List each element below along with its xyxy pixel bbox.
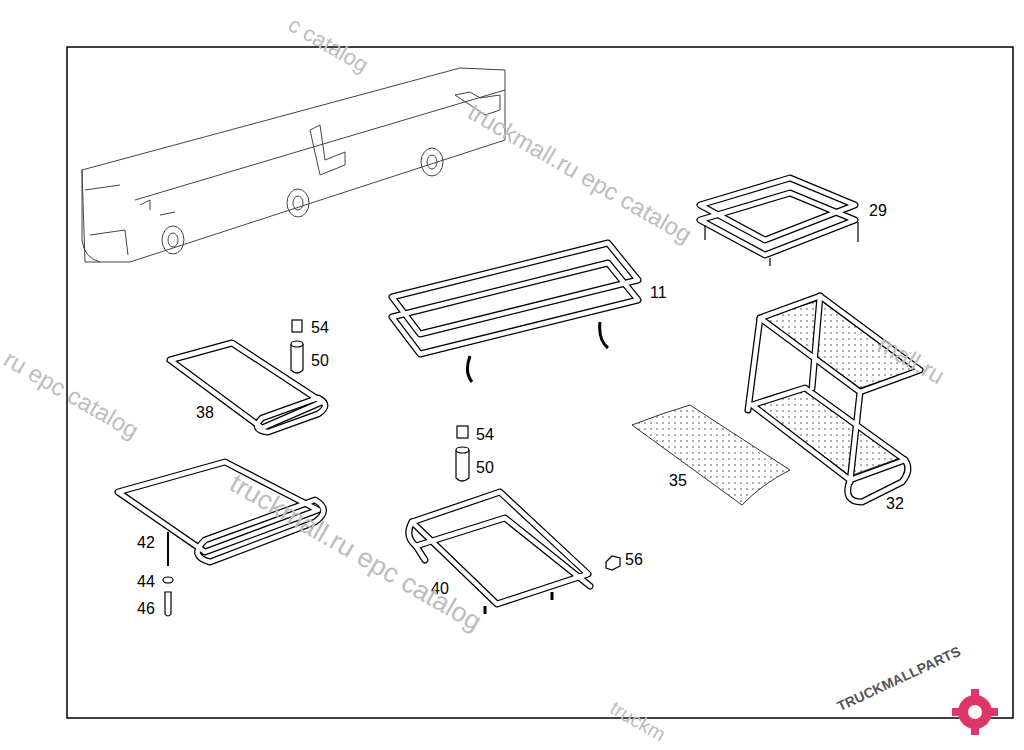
callout-number: 11 [650, 285, 667, 301]
callout-number: 54 [476, 427, 494, 443]
callout-number: 50 [476, 460, 494, 476]
callout-number: 54 [311, 320, 329, 336]
callout-number: 29 [869, 203, 887, 219]
watermark: truckm [607, 697, 669, 744]
watermark: truckmall.ru epc catalog [225, 470, 485, 636]
watermark: ru epc catalog [0, 347, 143, 443]
watermark: c catalog [285, 13, 372, 76]
callout-number: 46 [137, 601, 155, 617]
callout-number: 50 [311, 353, 329, 369]
callout-number: 35 [669, 473, 687, 489]
callout-number: 44 [137, 574, 155, 590]
callout-number: 38 [196, 405, 214, 421]
logo-text: TRUCKMALLPARTS [835, 644, 963, 713]
callout-number: 42 [137, 535, 155, 551]
callout-number: 56 [625, 552, 643, 568]
watermark: truckmall.ru epc catalog [464, 100, 695, 248]
watermark: mall.ru [874, 332, 948, 389]
callout-number: 32 [886, 496, 904, 512]
